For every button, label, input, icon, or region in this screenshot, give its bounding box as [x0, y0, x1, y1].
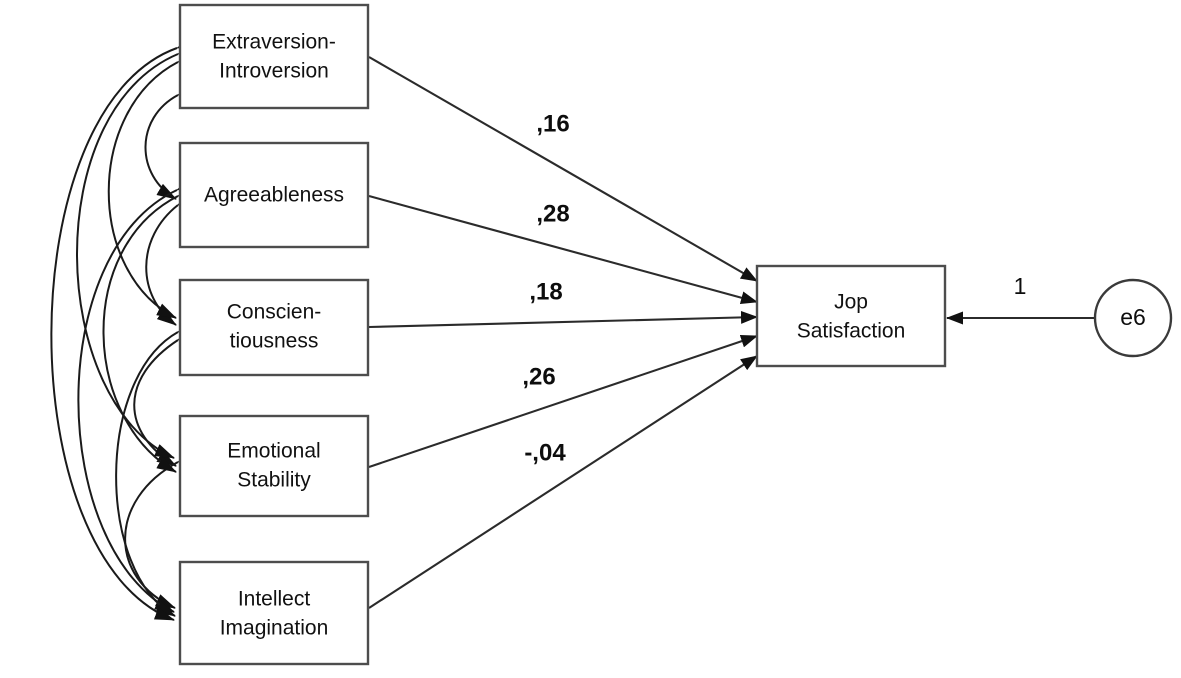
outcome-node-job-satisfaction[interactable]: Jop Satisfaction: [755, 264, 947, 368]
path-intellect-imagination-to-job-satisfaction: [368, 355, 758, 609]
predictor-label-extraversion-line2: Introversion: [219, 60, 329, 83]
path-emotional-stability-to-job-satisfaction: [368, 334, 758, 468]
covariance-arc-extraversion-agreeableness: [144, 80, 198, 200]
covariance-arc-extraversion-emotional-stability: [76, 40, 199, 459]
coefficient-label-agreeableness: ,28: [536, 200, 569, 227]
predictor-box-agreeableness[interactable]: [178, 141, 370, 249]
predictor-label-emotional-stability-line2: Stability: [237, 469, 311, 492]
predictor-node-conscientiousness[interactable]: Conscien- tiousness: [178, 278, 370, 377]
error-label-e6: e6: [1120, 304, 1146, 330]
predictor-box-emotional-stability[interactable]: [178, 414, 370, 518]
predictor-label-emotional-stability-line1: Emotional: [227, 440, 320, 463]
predictor-node-extraversion[interactable]: Extraversion- Introversion: [178, 3, 370, 110]
coefficient-label-intellect-imagination: -,04: [524, 439, 566, 466]
covariance-arc-agreeableness-emotional-stability: [102, 181, 198, 473]
predictor-node-intellect-imagination[interactable]: Intellect Imagination: [178, 560, 370, 666]
predictor-box-intellect-imagination[interactable]: [178, 560, 370, 666]
outcome-label-job-satisfaction-line1: Jop: [834, 291, 868, 314]
predictor-label-extraversion-line1: Extraversion-: [212, 31, 336, 54]
outcome-box-job-satisfaction[interactable]: [755, 264, 947, 368]
covariance-arc-agreeableness-conscientiousness: [145, 188, 197, 326]
error-circle-e6[interactable]: [1093, 278, 1173, 358]
error-loading-label-e6: 1: [1014, 273, 1027, 299]
coefficient-label-conscientiousness: ,18: [529, 278, 562, 305]
predictor-node-agreeableness[interactable]: Agreeableness: [178, 141, 370, 249]
covariance-arc-conscientiousness-intellect-imagination: [115, 317, 198, 617]
predictor-label-intellect-imagination-line1: Intellect: [238, 588, 311, 611]
predictor-box-conscientiousness[interactable]: [178, 278, 370, 377]
coefficient-label-emotional-stability: ,26: [522, 363, 555, 390]
covariance-arc-emotional-stability-intellect-imagination: [124, 447, 198, 609]
predictor-box-extraversion[interactable]: [178, 3, 370, 110]
regression-path-group: [368, 56, 758, 609]
predictor-label-conscientiousness-line2: tiousness: [230, 330, 319, 353]
covariance-arc-group: [50, 35, 199, 621]
error-node-e6[interactable]: e6: [1093, 278, 1173, 358]
path-extraversion-to-job-satisfaction: [368, 56, 758, 282]
coefficient-label-extraversion: ,16: [536, 110, 569, 137]
outcome-label-job-satisfaction-line2: Satisfaction: [797, 320, 906, 343]
coefficient-label-group: ,16 ,28 ,18 ,26 -,04 1: [522, 110, 1026, 466]
predictor-label-agreeableness-line1: Agreeableness: [204, 184, 344, 207]
covariance-arc-extraversion-intellect-imagination: [50, 35, 198, 621]
predictor-label-conscientiousness-line1: Conscien-: [227, 301, 322, 324]
path-agreeableness-to-job-satisfaction: [368, 194, 758, 305]
path-conscientiousness-to-job-satisfaction: [368, 310, 758, 329]
covariance-arc-agreeableness-intellect-imagination: [77, 176, 197, 613]
predictor-label-intellect-imagination-line2: Imagination: [220, 617, 329, 640]
covariance-arc-extraversion-conscientiousness: [107, 47, 198, 319]
predictor-node-emotional-stability[interactable]: Emotional Stability: [178, 414, 370, 518]
